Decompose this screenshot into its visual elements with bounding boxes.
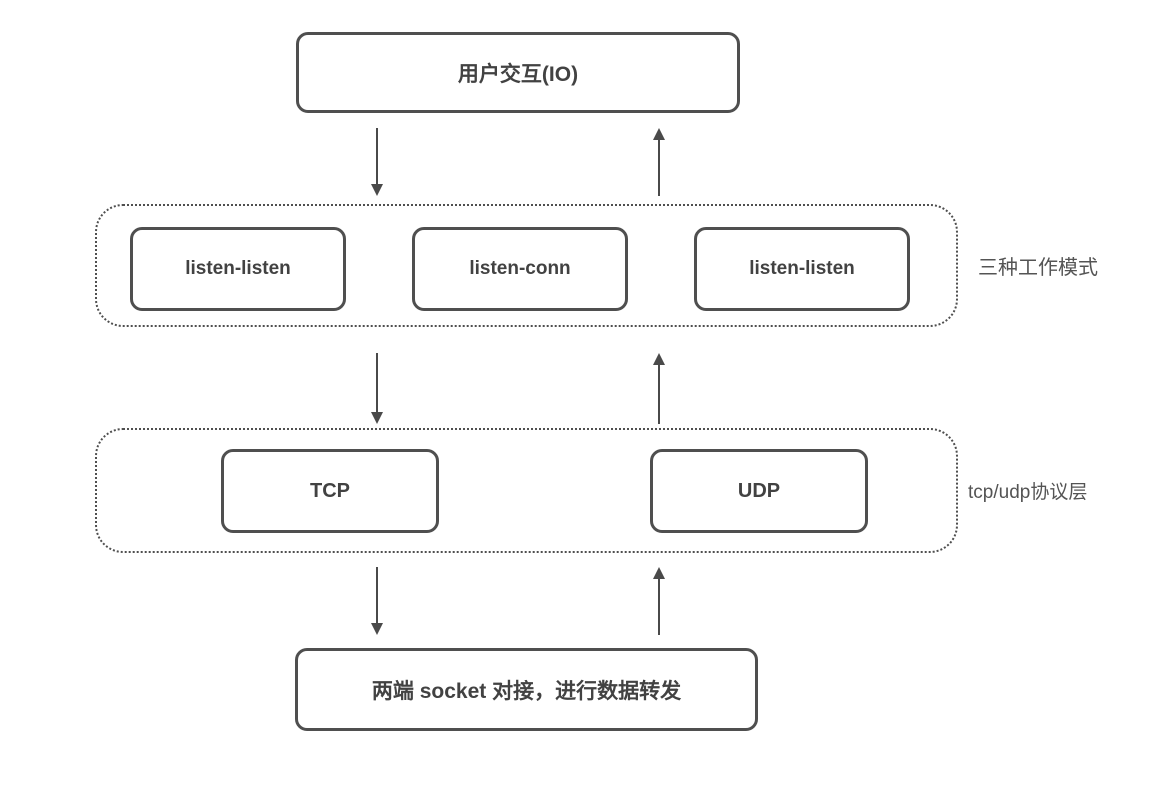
arrow-up-icon: [652, 353, 666, 424]
arrow-head: [653, 567, 665, 579]
node-listen-listen-1: listen-listen: [130, 227, 346, 311]
arrow-down-icon: [370, 353, 384, 424]
arrow-head: [371, 623, 383, 635]
arrow-head: [653, 353, 665, 365]
modes-layer-label: 三种工作模式: [978, 257, 1098, 279]
arrow-shaft: [376, 567, 378, 626]
node-tcp: TCP: [221, 449, 439, 533]
node-socket-bridge-label: 两端 socket 对接，进行数据转发: [371, 679, 682, 703]
protocol-layer-label: tcp/udp协议层: [968, 482, 1088, 503]
modes-layer-container: listen-listen listen-conn listen-listen: [95, 204, 958, 327]
node-listen-conn-label: listen-conn: [469, 258, 571, 279]
node-listen-conn: listen-conn: [412, 227, 628, 311]
node-udp-label: UDP: [737, 479, 781, 502]
arrow-down-icon: [370, 567, 384, 635]
arrow-head: [371, 412, 383, 424]
node-listen-listen-2-label: listen-listen: [749, 258, 855, 279]
arrow-shaft: [376, 353, 378, 415]
node-tcp-label: TCP: [310, 479, 350, 502]
arrow-shaft: [658, 362, 660, 424]
arrow-shaft: [376, 128, 378, 187]
node-udp: UDP: [650, 449, 868, 533]
node-user-io-label: 用户交互(IO): [457, 62, 579, 86]
arrow-head: [653, 128, 665, 140]
arrow-up-icon: [652, 128, 666, 196]
arrow-up-icon: [652, 567, 666, 635]
node-listen-listen-1-label: listen-listen: [185, 258, 291, 279]
protocol-layer-container: TCP UDP: [95, 428, 958, 553]
node-listen-listen-2: listen-listen: [694, 227, 910, 311]
arrow-down-icon: [370, 128, 384, 196]
node-user-io: 用户交互(IO): [296, 32, 740, 113]
arrow-shaft: [658, 137, 660, 196]
arrow-shaft: [658, 576, 660, 635]
arrow-head: [371, 184, 383, 196]
node-socket-bridge: 两端 socket 对接，进行数据转发: [295, 648, 758, 731]
